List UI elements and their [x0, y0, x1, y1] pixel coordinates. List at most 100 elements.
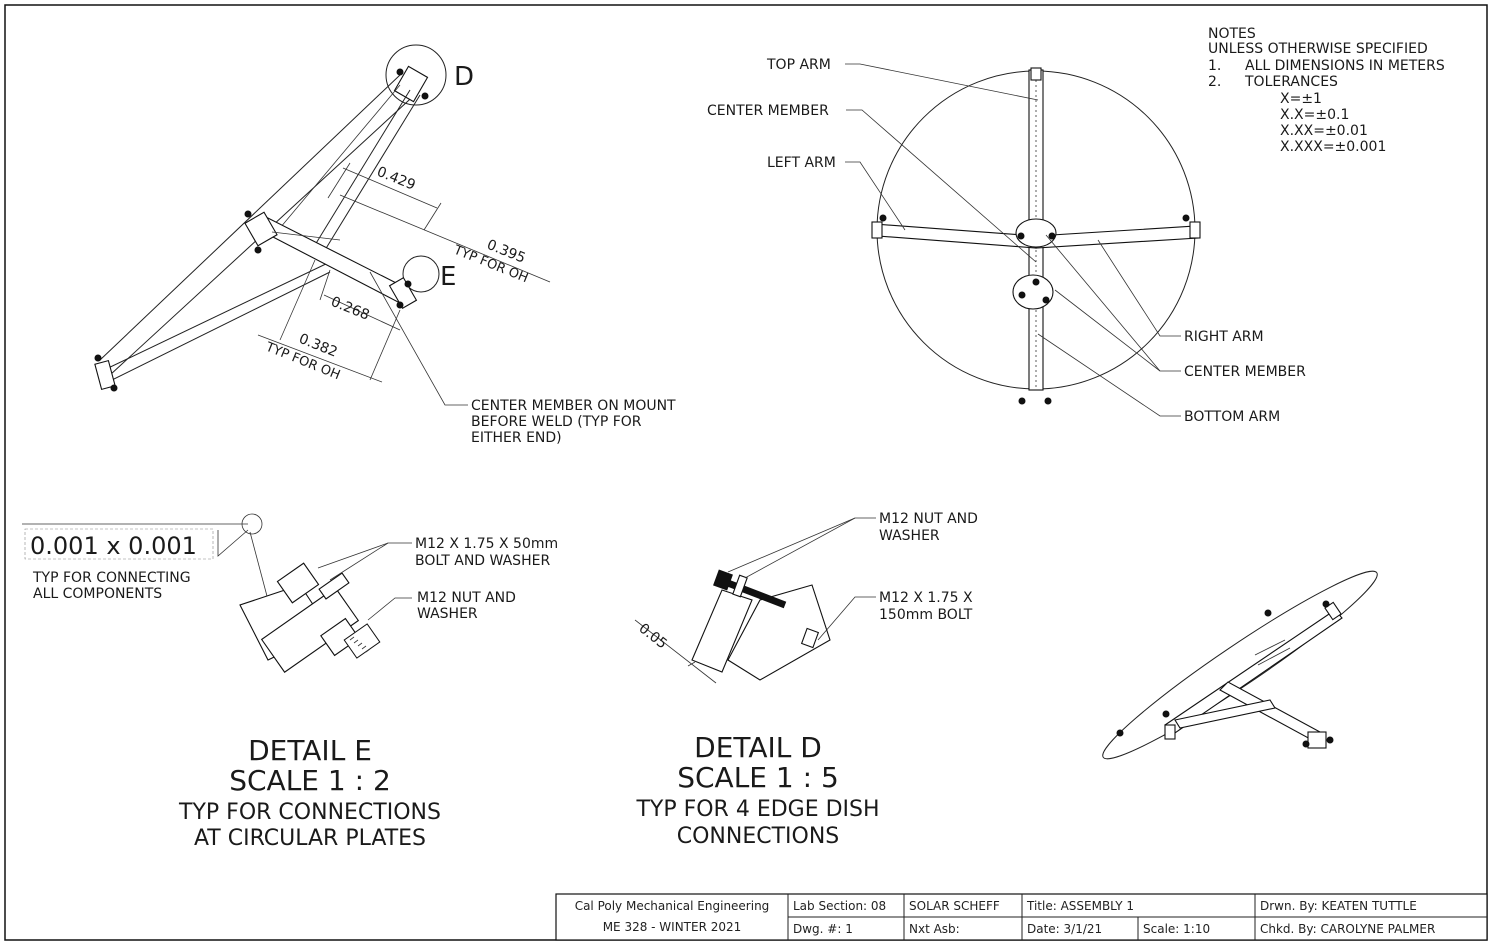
detail-e-nut-line-1: M12 NUT AND [417, 590, 516, 606]
washer-e [318, 572, 350, 600]
detail-e-note-2: AT CIRCULAR PLATES [194, 826, 426, 851]
top-end-plate [393, 65, 429, 103]
side-view: D E 0.429 0.395 TYP FO [94, 44, 676, 446]
bolt-head [1048, 232, 1056, 240]
iso-lower-brace [1174, 699, 1276, 729]
detail-d-note-1: TYP FOR 4 EDGE DISH [635, 797, 879, 822]
center-plate-lower [1012, 274, 1054, 310]
bolt-head [1044, 397, 1052, 405]
dim-line-0429 [342, 167, 438, 209]
notes-heading: NOTES [1208, 26, 1256, 42]
center-plate-upper [1015, 218, 1057, 248]
dish-edge-section [727, 584, 831, 681]
bolt-head [254, 246, 262, 254]
bolt-head [1182, 214, 1190, 222]
notes-item2-number: 2. [1208, 74, 1221, 90]
leader-left-arm [845, 161, 906, 231]
top-arm-member [314, 89, 411, 246]
dim-line-0268 [323, 294, 401, 331]
weld-fillet-symbol [217, 529, 249, 557]
label-right-arm: RIGHT ARM [1184, 329, 1264, 345]
label-top-arm: TOP ARM [766, 57, 831, 73]
dim-extension [687, 661, 696, 667]
leader-nut-e [367, 597, 412, 621]
detail-d-scale: SCALE 1 : 5 [677, 761, 839, 794]
center-plate-right [388, 276, 418, 310]
leader-right-arm [1097, 239, 1181, 337]
detail-d-view: 0.05 M12 NUT AND WASHER M12 X 1.75 X 150… [634, 511, 978, 849]
detail-d-circle [385, 44, 447, 106]
bolt-head [396, 301, 404, 309]
dim-extension [369, 309, 401, 381]
bolt-head-e [276, 562, 320, 604]
dim-extension [279, 259, 316, 341]
tb-team: SOLAR SCHEFF [909, 899, 1000, 913]
tolerance-x-x: X.X=±0.1 [1280, 107, 1349, 123]
leader-bolt-e-2 [329, 542, 389, 581]
dim-extension [423, 202, 442, 231]
notes-item1-text: ALL DIMENSIONS IN METERS [1245, 58, 1445, 74]
detail-d-label: D [454, 62, 474, 92]
center-plate-left [244, 211, 278, 247]
dim-0268-value: 0.268 [329, 294, 372, 324]
iso-dish-outline [1102, 570, 1378, 760]
detail-d-nut-line-1: M12 NUT AND [879, 511, 978, 527]
bolt-head [1032, 278, 1040, 286]
weld-note-1: TYP FOR CONNECTING [32, 570, 191, 586]
bolt-head [1162, 710, 1170, 718]
end-plate-d [691, 589, 753, 673]
bolt-head [1018, 397, 1026, 405]
tb-drawn-by: Drwn. By: KEATEN TUTTLE [1260, 899, 1417, 913]
label-center-member-right: CENTER MEMBER [1184, 364, 1306, 380]
tolerance-x-xxx: X.XXX=±0.001 [1280, 139, 1386, 155]
dim-line-0382 [257, 334, 383, 383]
bolt-head [1264, 609, 1272, 617]
detail-e-view: 0.001 x 0.001 TYP FOR CONNECTING ALL COM… [22, 513, 558, 851]
label-center-member-left: CENTER MEMBER [707, 103, 829, 119]
detail-e-label: E [440, 262, 456, 292]
bolt-head [1017, 232, 1025, 240]
callout-line-2: BEFORE WELD (TYP FOR [471, 414, 642, 430]
dim-line-005 [634, 619, 717, 684]
weld-all-around-circle [241, 513, 263, 535]
notes-item2-text: TOLERANCES [1244, 74, 1338, 90]
bolt-head-d [800, 627, 820, 649]
thread-lines [349, 636, 371, 653]
bolt-head [94, 354, 102, 362]
leader-bottom-arm [1037, 333, 1181, 417]
iso-end-plate [1164, 724, 1176, 740]
notes-block: NOTES UNLESS OTHERWISE SPECIFIED 1. ALL … [1208, 26, 1445, 155]
leader-nut-d [744, 517, 876, 579]
bottom-end-plate [94, 359, 116, 391]
weld-size-value: 0.001 x 0.001 [30, 532, 197, 560]
label-bottom-arm: BOTTOM ARM [1184, 409, 1280, 425]
bolt-shank-d [718, 576, 787, 609]
tb-dwg-number: Dwg. #: 1 [793, 922, 853, 936]
tb-lab-section: Lab Section: 08 [793, 899, 886, 913]
notes-subheading: UNLESS OTHERWISE SPECIFIED [1208, 41, 1428, 57]
nut-d [713, 569, 733, 591]
top-arm-member-2 [324, 94, 421, 251]
detail-e-note-1: TYP FOR CONNECTIONS [178, 800, 441, 825]
brace-line [271, 231, 341, 241]
detail-d-bolt-line-2: 150mm BOLT [879, 607, 973, 623]
bolt-head [244, 210, 252, 218]
circular-plate [260, 587, 360, 673]
right-end-plate [1189, 221, 1201, 239]
detail-e-scale: SCALE 1 : 2 [229, 764, 391, 797]
detail-d-bolt-line-1: M12 X 1.75 X [879, 590, 973, 606]
detail-e-bolt-line-1: M12 X 1.75 X 50mm [415, 536, 558, 552]
leader-bolt-e [317, 542, 412, 569]
bolt-head [879, 214, 887, 222]
bolt-head [1018, 291, 1026, 299]
left-arm-shape [873, 223, 1037, 249]
tb-school: Cal Poly Mechanical Engineering [575, 899, 770, 913]
leader-center-member-right [1045, 234, 1181, 372]
detail-e-nut-line-2: WASHER [417, 606, 478, 622]
right-arm-shape [1035, 225, 1199, 249]
tb-course: ME 328 - WINTER 2021 [603, 920, 742, 934]
iso-bracket-2 [1257, 647, 1291, 666]
callout-line-3: EITHER END) [471, 430, 562, 446]
tb-scale: Scale: 1:10 [1143, 922, 1210, 936]
bolt-head [1326, 736, 1334, 744]
